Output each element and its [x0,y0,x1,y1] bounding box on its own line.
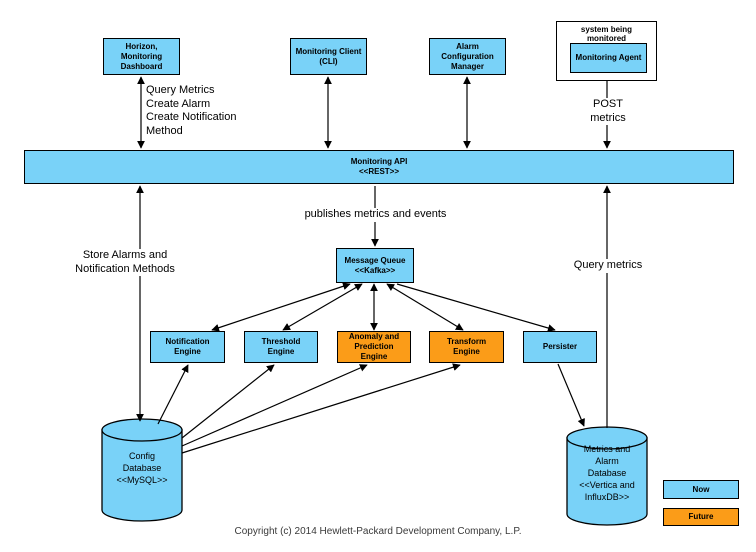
connector-configdb-threshold [181,364,275,439]
post-metrics-label: POST metrics [578,98,638,125]
legend-future: Future [663,508,739,526]
system-being-monitored-label: system being monitored [580,25,633,43]
metrics-database-label: Metrics and Alarm Database <<Vertica and… [579,444,635,502]
config-database-label: Config Database <<MySQL>> [116,451,168,485]
node-message-queue: Message Queue <<Kafka>> [336,248,414,283]
connector-queue-transform [386,283,464,331]
legend-now: Now [663,480,739,499]
connector-queue-notification [211,282,351,332]
node-notification-engine: Notification Engine [150,331,225,363]
metrics-db-cylinder [566,426,648,526]
publishes-metrics-label: publishes metrics and events [278,208,473,222]
node-monitoring-client: Monitoring Client (CLI) [290,38,367,75]
node-transform-engine: Transform Engine [429,331,504,363]
node-persister: Persister [523,331,597,363]
node-monitoring-agent: Monitoring Agent [570,43,647,73]
query-create-label: Query Metrics Create Alarm Create Notifi… [146,84,268,138]
node-horizon-dashboard: Horizon, Monitoring Dashboard [103,38,180,75]
node-system-being-monitored: system being monitored Monitoring Agent [556,21,657,81]
connector-persister-metricsdb [557,363,585,427]
node-threshold-engine: Threshold Engine [244,331,318,363]
connector-queue-threshold [282,283,363,331]
node-anomaly-prediction-engine: Anomaly and Prediction Engine [337,331,411,363]
node-alarm-configuration-manager: Alarm Configuration Manager [429,38,506,75]
query-metrics-label: Query metrics [568,259,648,273]
connector-configdb-transform [181,363,461,454]
copyright-text: Copyright (c) 2014 Hewlett-Packard Devel… [234,526,522,537]
node-monitoring-api: Monitoring API <<REST>> [24,150,734,184]
connector-queue-persister [396,283,556,332]
connector-configdb-anomaly [181,364,368,447]
store-alarms-label: Store Alarms and Notification Methods [52,249,198,276]
connector-configdb-notification [157,364,189,425]
